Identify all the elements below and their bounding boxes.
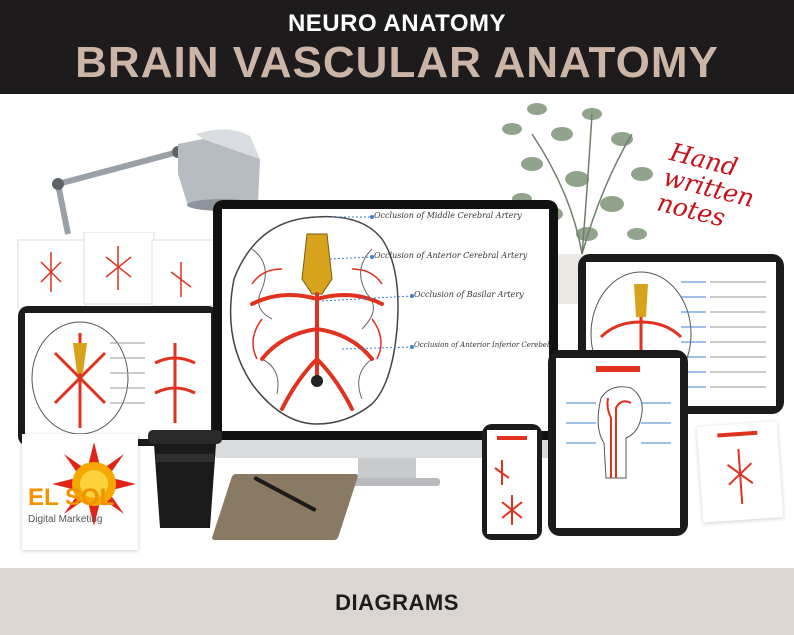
- brain-artery-diagram: [229, 215, 414, 425]
- monitor-screen: Occlusion of Middle Cerebral Artery Occl…: [222, 209, 549, 431]
- monitor-label-4: Occlusion of Anterior Inferior Cerebella…: [414, 341, 549, 349]
- monitor-stand-base: [332, 478, 440, 486]
- tablet-left-device: [18, 306, 218, 446]
- footer-banner: DIAGRAMS: [0, 568, 794, 635]
- paper-page-right: [696, 421, 784, 523]
- monitor-label-2: Occlusion of Anterior Cerebral Artery: [374, 251, 528, 260]
- header-title: BRAIN VASCULAR ANATOMY: [75, 38, 719, 87]
- footer-label: DIAGRAMS: [335, 590, 459, 615]
- header-subtitle: NEURO ANATOMY: [287, 10, 507, 37]
- product-mockup-scene: Hand written notes: [0, 94, 794, 568]
- logo-brand: EL SOL: [28, 484, 115, 511]
- monitor-stand-neck: [358, 458, 416, 480]
- coffee-cup-icon: [148, 430, 222, 528]
- notebook-icon: [211, 474, 359, 540]
- logo-tagline: Digital Marketing: [28, 514, 103, 525]
- phone-screen: [487, 430, 537, 534]
- handwritten-notes-sticker: Hand written notes: [654, 137, 758, 233]
- monitor-chin: [213, 440, 558, 458]
- phone-device: [482, 424, 542, 540]
- header-banner: NEURO ANATOMY BRAIN VASCULAR ANATOMY: [0, 0, 794, 94]
- tablet-portrait-screen: [556, 358, 680, 528]
- paper-pages-stack: [17, 232, 215, 309]
- tablet-portrait-device: [548, 350, 688, 536]
- logo-card: EL SOL Digital Marketing: [22, 434, 138, 550]
- monitor-device: Occlusion of Middle Cerebral Artery Occl…: [213, 200, 558, 440]
- sun-logo-icon: [52, 442, 136, 526]
- tablet-left-screen: [25, 313, 211, 439]
- monitor-label-3: Occlusion of Basilar Artery: [414, 290, 524, 299]
- monitor-label-1: Occlusion of Middle Cerebral Artery: [374, 211, 522, 220]
